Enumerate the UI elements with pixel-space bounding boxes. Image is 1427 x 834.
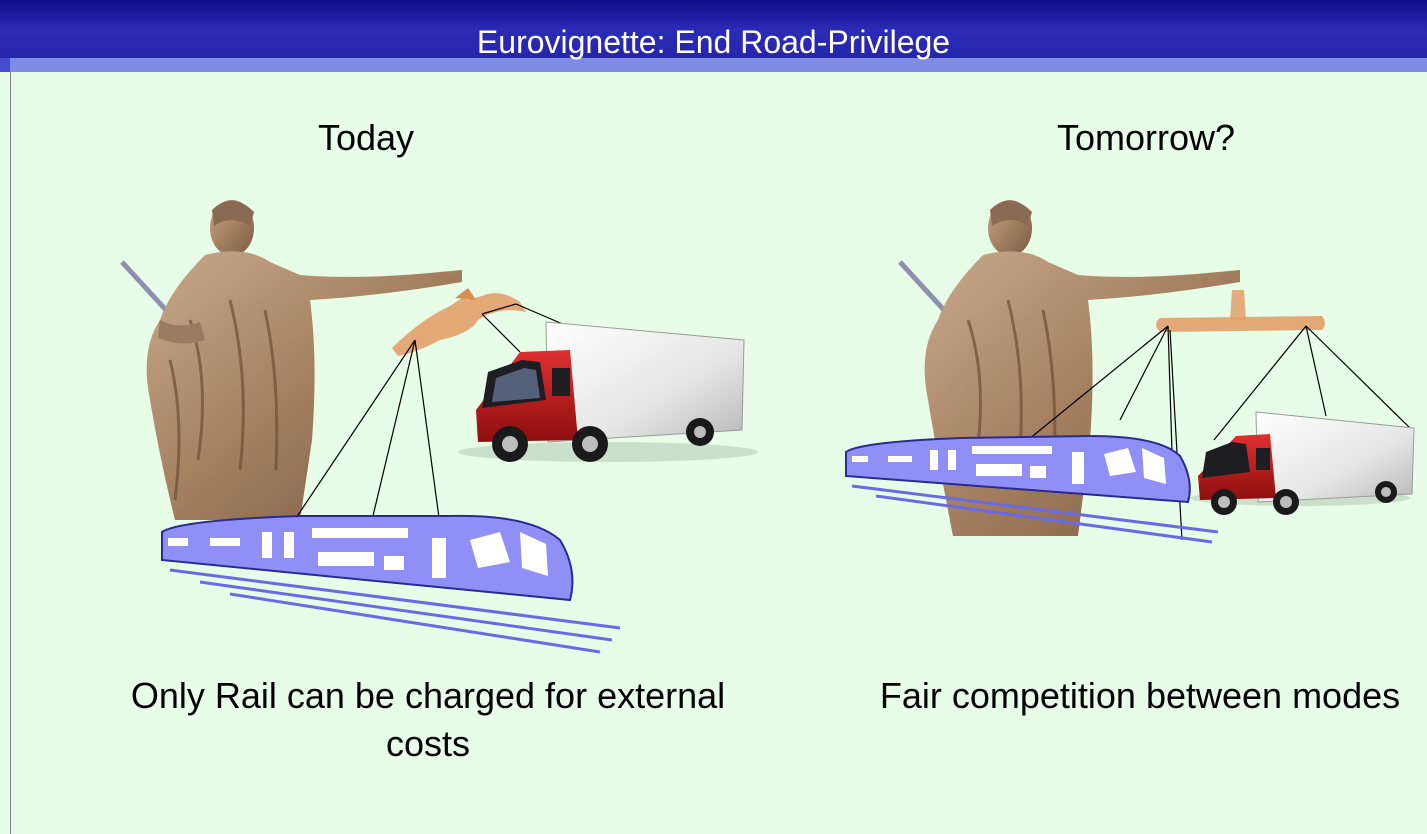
truck-icon	[1190, 411, 1415, 515]
scale-strings-right	[1017, 325, 1411, 541]
caption-tomorrow: Fair competition between modes	[879, 675, 1401, 716]
heading-today: Today	[317, 117, 415, 158]
truck-icon	[458, 321, 758, 462]
train-icon	[161, 514, 621, 654]
slide-left-border	[10, 72, 11, 834]
train-icon	[845, 434, 1219, 544]
justice-statue-icon	[120, 200, 462, 520]
heading-tomorrow: Tomorrow?	[1056, 117, 1236, 158]
title-bar-left-strip	[0, 58, 10, 72]
scale-beam-icon	[392, 288, 526, 356]
slide-title: Eurovignette: End Road-Privilege	[476, 24, 951, 60]
scale-beam-icon	[1156, 290, 1325, 332]
title-bar-strip	[10, 58, 1427, 72]
caption-today: Only Rail can be charged for external co…	[130, 675, 726, 764]
title-bar	[0, 0, 1427, 66]
